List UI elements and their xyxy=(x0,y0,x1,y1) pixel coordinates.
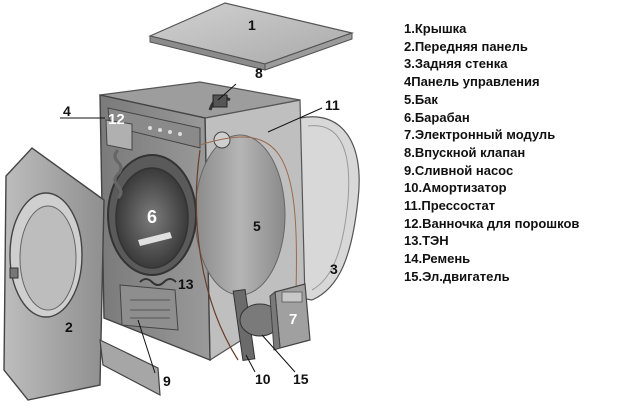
legend-item-15: 15.Эл.двигатель xyxy=(404,268,510,284)
callout-1: 1 xyxy=(248,17,256,33)
parts-legend: 1.Крышка 2.Передняя панель 3.Задняя стен… xyxy=(404,20,579,286)
callout-11: 11 xyxy=(325,97,340,113)
callout-5: 5 xyxy=(253,218,261,234)
legend-item-12: 12.Ванночка для порошков xyxy=(404,215,580,231)
bottom-strip-part xyxy=(99,338,161,397)
callout-9: 9 xyxy=(163,373,171,389)
legend-item-10: 10.Амортизатор xyxy=(404,180,507,196)
legend-item-11: 11.Прессостат xyxy=(404,198,496,214)
lid-part xyxy=(148,2,355,71)
callout-8: 8 xyxy=(255,65,263,81)
legend-item-8: 8.Впускной клапан xyxy=(404,144,526,160)
legend-item-13: 13.ТЭН xyxy=(404,233,449,249)
callout-2: 2 xyxy=(65,319,73,335)
callout-10: 10 xyxy=(255,371,271,387)
legend-item-2: 2.Передняя панель xyxy=(404,38,528,54)
legend-item-14: 14.Ремень xyxy=(404,251,471,267)
callout-3: 3 xyxy=(330,261,338,277)
legend-item-3: 3.Задняя стенка xyxy=(404,56,508,72)
leader-lines xyxy=(60,83,323,374)
legend-item-1: 1.Крышка xyxy=(404,21,467,36)
electronic-module-part xyxy=(269,283,311,351)
legend-item-9: 9.Сливной насос xyxy=(404,162,514,178)
front-panel-part xyxy=(3,147,105,401)
callout-13: 13 xyxy=(178,276,194,292)
callout-15: 15 xyxy=(293,371,309,387)
callout-7: 7 xyxy=(289,311,298,328)
legend-item-6: 6.Барабан xyxy=(404,109,470,125)
callout-4: 4 xyxy=(63,103,71,119)
callout-6: 6 xyxy=(147,207,158,227)
legend-item-5: 5.Бак xyxy=(404,91,438,107)
legend-item-4: 4Панель управления xyxy=(404,74,540,90)
callout-12: 12 xyxy=(108,111,125,128)
back-wall-part xyxy=(299,116,360,301)
legend-item-7: 7.Электронный модуль xyxy=(404,127,556,143)
